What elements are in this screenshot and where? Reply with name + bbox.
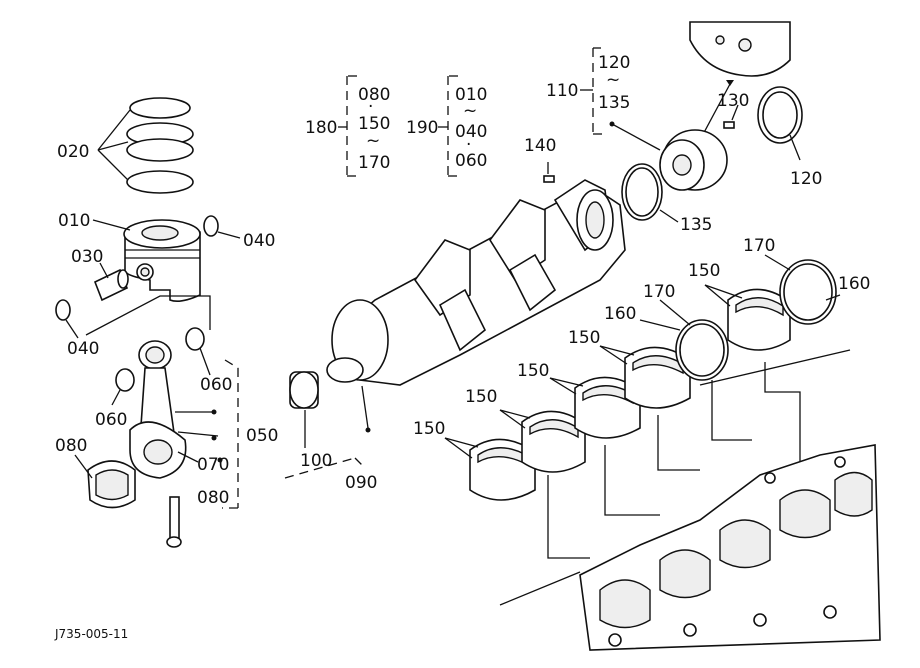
piston-pin (93, 268, 129, 302)
label-190: 190 (406, 118, 438, 138)
label-040-b: 040 (67, 339, 99, 359)
label-020: 020 (57, 142, 89, 162)
group-180-line-3: 150 (358, 114, 390, 134)
label-110: 110 (546, 81, 578, 101)
crankshaft (326, 179, 626, 386)
label-040-a: 040 (243, 231, 275, 251)
crank-sprocket (659, 129, 728, 191)
label-160-a: 160 (838, 274, 870, 294)
label-150-a: 150 (688, 261, 720, 281)
connecting-rod (129, 340, 187, 479)
drawing-code: J735-005-11 (54, 627, 128, 641)
group-180-line-2: · (368, 97, 373, 117)
group-190-line-4: · (466, 135, 471, 155)
crank-gear (289, 371, 319, 409)
idler-gear-top (689, 21, 791, 77)
label-120: 120 (790, 169, 822, 189)
cylinder-block (579, 444, 881, 651)
thrust-washers (675, 259, 837, 381)
label-100: 100 (300, 451, 332, 471)
label-010: 010 (58, 211, 90, 231)
group-180-line-1: 080 (358, 85, 390, 105)
label-060-b: 060 (95, 410, 127, 430)
label-090: 090 (345, 473, 377, 493)
group-190-line-1: 010 (455, 85, 487, 105)
label-170-b: 170 (643, 282, 675, 302)
conrod-bolt (166, 496, 182, 548)
label-150-c: 150 (517, 361, 549, 381)
group-190-line-2: ~ (463, 101, 477, 121)
label-070: 070 (197, 455, 229, 475)
piston (123, 219, 201, 302)
main-bearings (469, 288, 791, 501)
group-190-line-3: 040 (455, 122, 487, 142)
group-110-line-3: 135 (598, 93, 630, 113)
label-150-e: 150 (413, 419, 445, 439)
label-170-a: 170 (743, 236, 775, 256)
small-end-bushings (115, 327, 205, 392)
label-160-b: 160 (604, 304, 636, 324)
conrod-bearing (87, 460, 136, 509)
label-150-d: 150 (465, 387, 497, 407)
label-180: 180 (305, 118, 337, 138)
label-080-b: 080 (197, 488, 229, 508)
label-060-a: 060 (200, 375, 232, 395)
label-050: 050 (246, 426, 278, 446)
group-180-line-5: 170 (358, 153, 390, 173)
label-135: 135 (680, 215, 712, 235)
label-080-a: 080 (55, 436, 87, 456)
group-190-line-5: 060 (455, 151, 487, 171)
oil-seal-ring-135 (621, 163, 663, 221)
snap-rings (55, 215, 219, 321)
label-030: 030 (71, 247, 103, 267)
key (543, 175, 555, 183)
label-140: 140 (524, 136, 556, 156)
group-180-line-4: ~ (366, 131, 380, 151)
group-110-line-2: ~ (606, 70, 620, 90)
pin-130 (723, 121, 735, 129)
piston-rings (126, 97, 194, 194)
label-130: 130 (717, 91, 749, 111)
label-150-b: 150 (568, 328, 600, 348)
group-110-line-1: 120 (598, 53, 630, 73)
collar-120 (757, 86, 803, 144)
